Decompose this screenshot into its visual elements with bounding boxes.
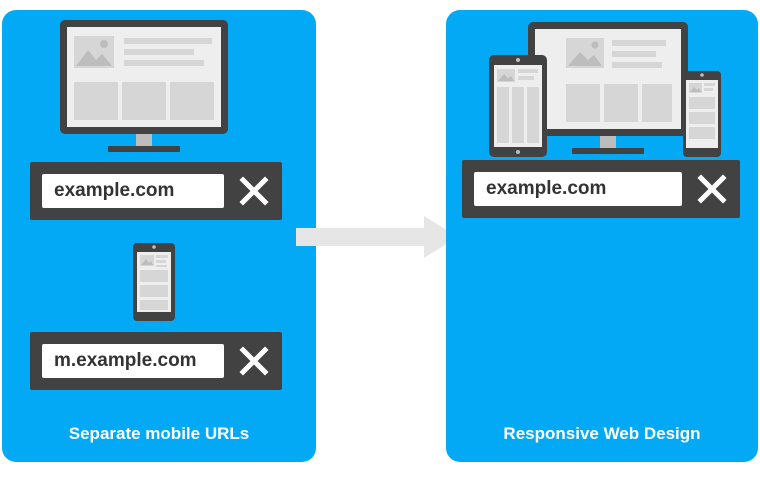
desktop-url-bar: example.com [30,162,282,220]
desktop-url-field[interactable]: example.com [42,174,224,208]
left-caption: Separate mobile URLs [68,424,250,443]
responsive-url-field[interactable]: example.com [474,172,682,206]
arrow-right-icon [296,216,458,258]
separate-urls-panel: example.com m.example.com Separate mobil… [2,10,316,462]
desktop-monitor-icon [60,20,228,152]
mobile-url-field[interactable]: m.example.com [42,344,224,378]
close-icon[interactable] [238,175,270,207]
mobile-url-bar: m.example.com [30,332,282,390]
close-icon[interactable] [238,345,270,377]
close-icon[interactable] [696,173,728,205]
responsive-design-panel: example.com Responsive Web Design [446,10,758,462]
smartphone-icon [133,243,175,321]
responsive-url-bar: example.com [462,160,740,218]
desktop-monitor-icon [528,22,688,154]
right-caption: Responsive Web Design [503,424,701,443]
smartphone-icon [683,71,721,157]
tablet-icon [489,55,547,157]
